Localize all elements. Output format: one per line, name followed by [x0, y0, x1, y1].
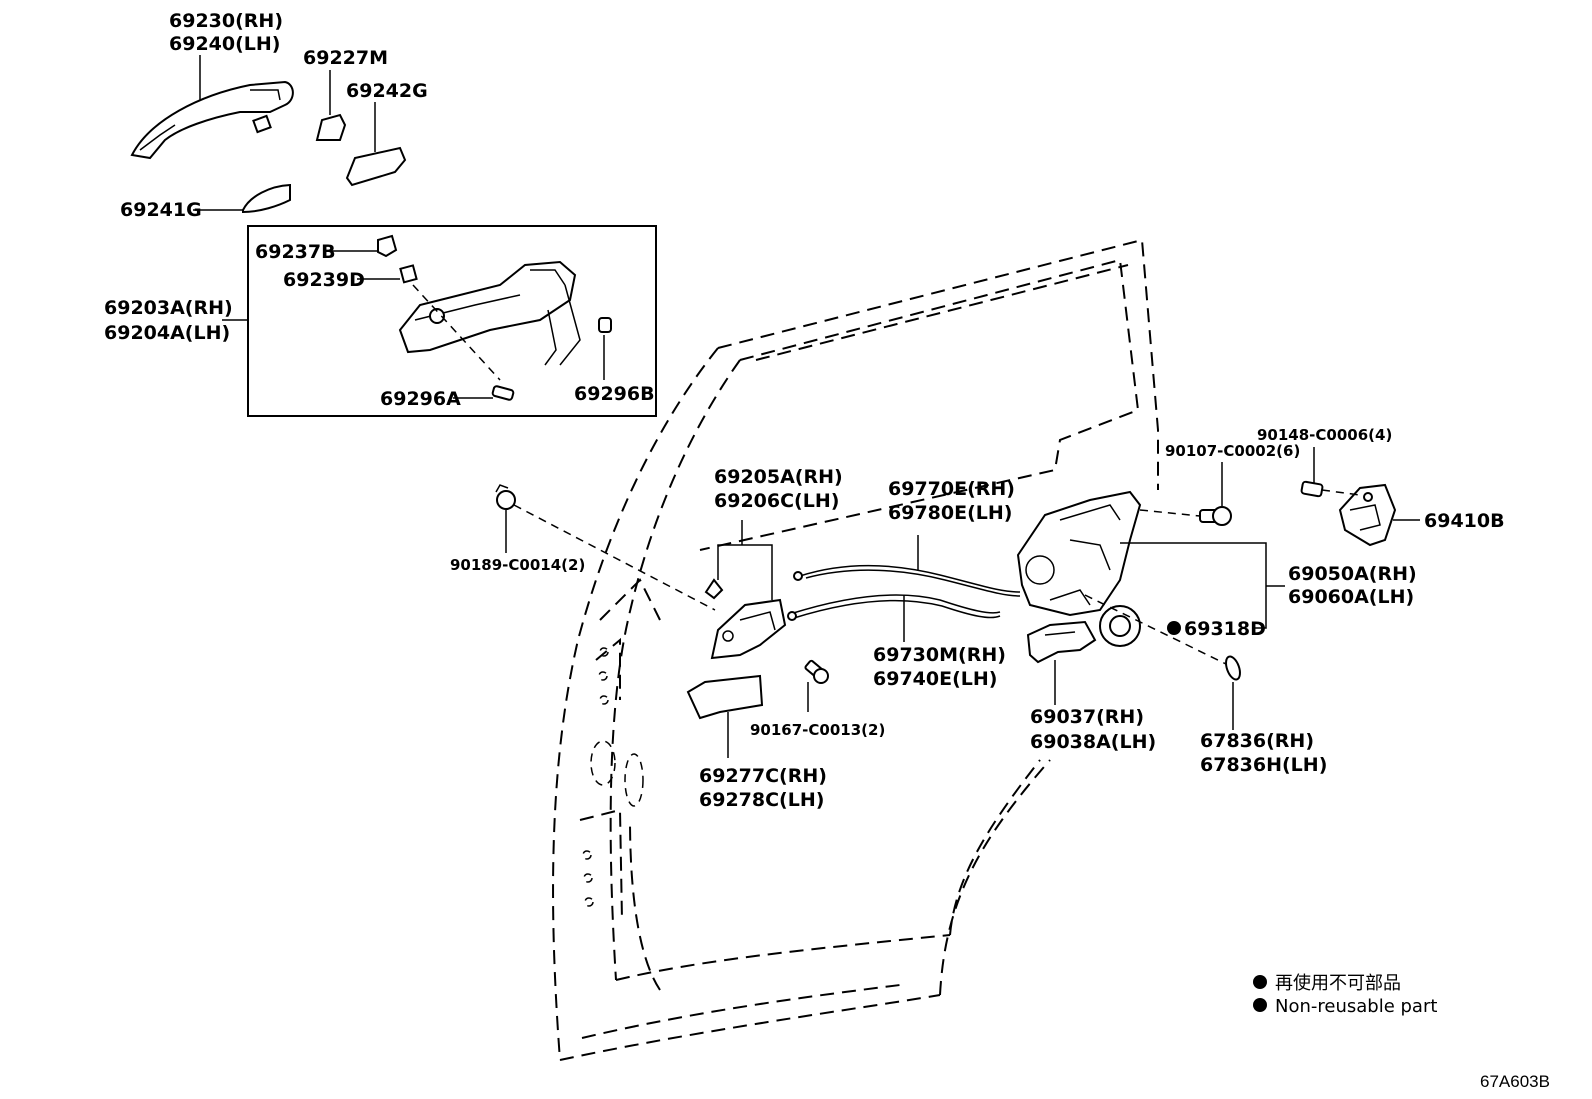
- label-69205A: 69205A(RH): [714, 466, 843, 488]
- inside-handle-bezel-69277C: [686, 674, 764, 720]
- label-90189: 90189-C0014(2): [450, 556, 585, 574]
- label-69296B: 69296B: [574, 383, 655, 405]
- legend: 再使用不可部品 Non-reusable part: [1253, 973, 1437, 1017]
- label-90107: 90107-C0002(6): [1165, 442, 1300, 460]
- label-69230: 69230(RH): [169, 10, 283, 32]
- label-69241G: 69241G: [120, 199, 202, 221]
- label-69239D: 69239D: [283, 269, 365, 291]
- clip-90189: [495, 484, 516, 510]
- label-69410B: 69410B: [1424, 510, 1505, 532]
- label-69060A: 69060A(LH): [1288, 586, 1414, 608]
- label-69050A: 69050A(RH): [1288, 563, 1417, 585]
- cable-69730M: [787, 594, 1001, 621]
- cable-69770E: [793, 565, 1021, 597]
- label-90148: 90148-C0006(4): [1257, 426, 1392, 444]
- handle-frame-assy-box: [247, 225, 657, 417]
- label-69237B: 69237B: [255, 241, 336, 263]
- label-67836H: 67836H(LH): [1200, 754, 1327, 776]
- screw-69296A: [491, 385, 515, 401]
- non-reusable-marker: [1167, 621, 1181, 635]
- striker-69410B: [1338, 483, 1397, 547]
- label-67836: 67836(RH): [1200, 730, 1314, 752]
- clip-69205A: [704, 578, 724, 600]
- label-69242G: 69242G: [346, 80, 428, 102]
- screw-90167: [804, 659, 829, 684]
- handle-pad-rear: [345, 146, 407, 187]
- cap-69237B: [377, 234, 398, 258]
- label-69206C: 69206C(LH): [714, 490, 839, 512]
- grommet-69318D: [1099, 605, 1141, 647]
- legend-text-jp: 再使用不可部品: [1275, 973, 1401, 994]
- door-panel-outline: [552, 238, 1159, 1061]
- lock-lever-69037: [1026, 620, 1097, 664]
- label-69240: 69240(LH): [169, 33, 280, 55]
- diagram-code: 67A603B: [1480, 1072, 1550, 1091]
- legend-text-en: Non-reusable part: [1275, 996, 1437, 1017]
- label-69318D: 69318D: [1184, 618, 1266, 640]
- label-69277C: 69277C(RH): [699, 765, 827, 787]
- label-69037: 69037(RH): [1030, 706, 1144, 728]
- label-69770E: 69770E(RH): [888, 478, 1015, 500]
- handle-frame: [398, 260, 581, 366]
- door-lock-assy: [1016, 490, 1142, 617]
- screw-90107: [1199, 506, 1232, 526]
- label-69204A: 69204A(LH): [104, 322, 230, 344]
- nut-69239D: [399, 264, 418, 284]
- label-69780E: 69780E(LH): [888, 502, 1012, 524]
- outside-handle: [130, 80, 294, 160]
- seal-67836: [1225, 655, 1241, 681]
- label-69278C: 69278C(LH): [699, 789, 824, 811]
- label-69227M: 69227M: [303, 47, 388, 69]
- handle-pad-front: [242, 183, 291, 214]
- legend-bullet-jp: [1253, 975, 1267, 989]
- label-69038A: 69038A(LH): [1030, 731, 1156, 753]
- label-69296A: 69296A: [380, 388, 461, 410]
- label-90167: 90167-C0013(2): [750, 721, 885, 739]
- label-69740E: 69740E(LH): [873, 668, 997, 690]
- label-69203A: 69203A(RH): [104, 297, 233, 319]
- label-69730M: 69730M(RH): [873, 644, 1006, 666]
- handle-cap-part: [315, 113, 347, 141]
- legend-bullet-en: [1253, 998, 1267, 1012]
- screw-69296B: [598, 317, 612, 333]
- inside-handle-69205A: [710, 598, 787, 660]
- screw-90148: [1300, 480, 1324, 498]
